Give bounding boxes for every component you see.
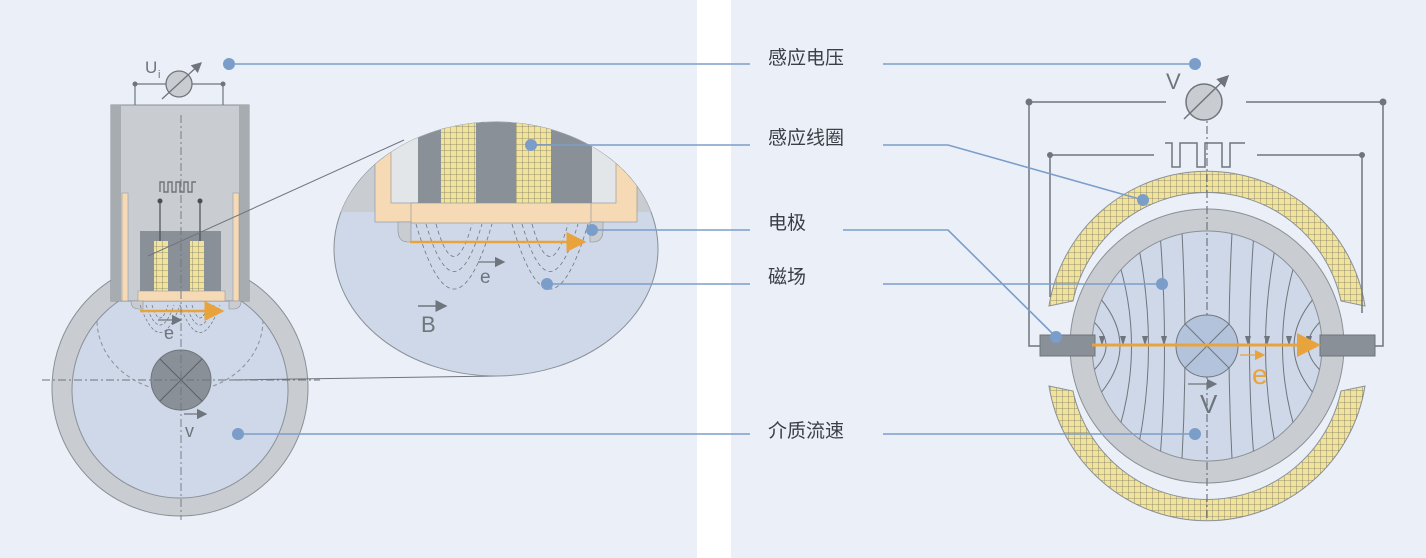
callout-dots xyxy=(223,58,1201,440)
zoom-b-symbol: B xyxy=(421,312,436,337)
left-pulse-symbol xyxy=(159,181,196,193)
left-e-symbol: e xyxy=(164,323,174,343)
zoom-coil-2 xyxy=(516,122,551,203)
right-pulse-symbol xyxy=(1165,142,1245,168)
left-sensor-housing xyxy=(110,104,250,310)
right-voltmeter-circuit xyxy=(1028,101,1384,347)
right-voltage-symbol: V xyxy=(1166,69,1181,94)
zoom-coil-1 xyxy=(441,122,476,203)
right-voltmeter: V xyxy=(1166,69,1230,121)
right-coils xyxy=(1048,170,1366,522)
left-voltage-symbol: U xyxy=(145,58,157,77)
label-medium-velocity: 介质流速 xyxy=(768,420,844,442)
callout-lines xyxy=(229,63,1195,435)
right-e-symbol: e xyxy=(1252,359,1268,390)
label-electrode: 电极 xyxy=(768,212,806,234)
zoom-e-symbol: e xyxy=(480,267,491,288)
left-voltmeter: U i xyxy=(132,58,226,105)
left-coil-2 xyxy=(190,241,204,291)
left-coil-1 xyxy=(154,241,168,291)
label-induction-coil: 感应线圈 xyxy=(768,127,844,149)
label-induced-voltage: 感应电压 xyxy=(768,47,844,69)
right-field-arrowheads xyxy=(1099,336,1312,346)
right-v-symbol: V xyxy=(1200,389,1218,419)
right-electrode-left xyxy=(1039,334,1096,357)
right-electrode-right xyxy=(1319,334,1376,357)
left-voltage-subscript: i xyxy=(158,69,160,81)
label-magnetic-field: 磁场 xyxy=(768,266,806,288)
left-v-symbol: v xyxy=(185,421,194,441)
